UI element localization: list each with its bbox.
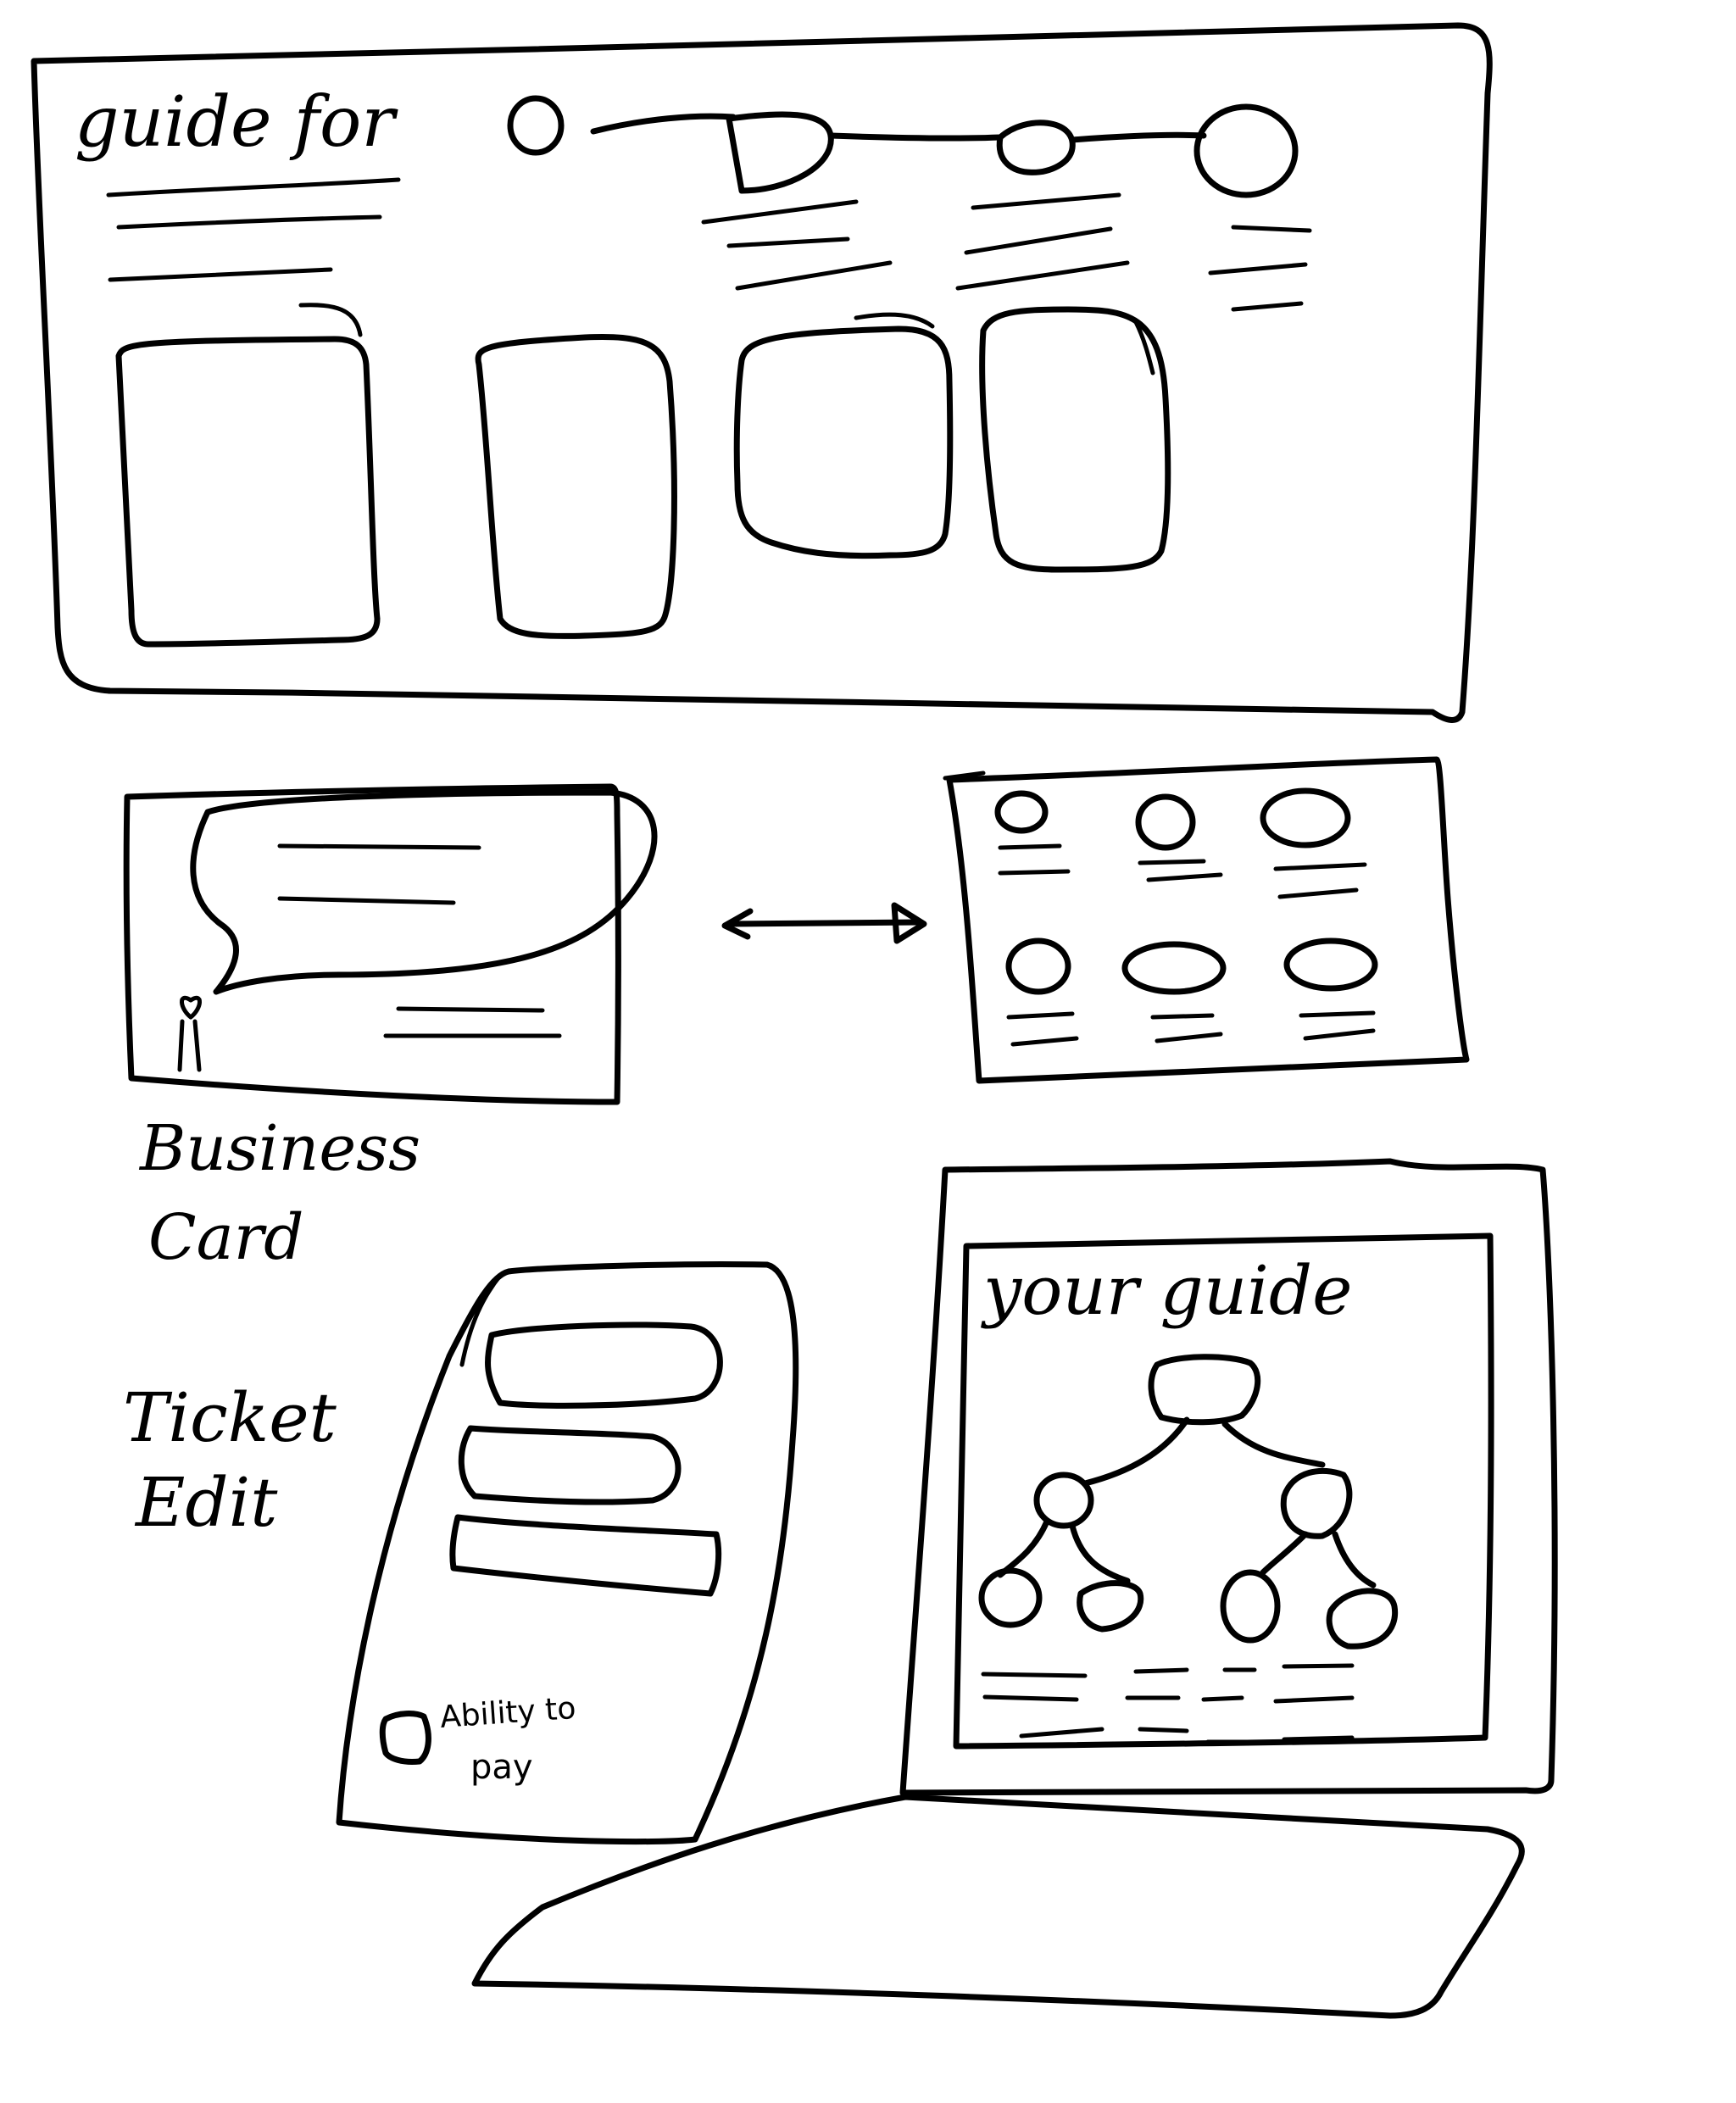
grid-icon-1[interactable] (994, 790, 1049, 834)
bubble-line-1 (277, 843, 481, 850)
your-guide-title: your guide (981, 1251, 1352, 1330)
grid-icon-2-text (1138, 859, 1223, 882)
step-progress (507, 95, 1312, 312)
step-1-desc-1 (701, 199, 859, 225)
guide-text-lines (981, 1663, 1355, 1744)
guide-card-2[interactable] (475, 334, 677, 639)
laptop-keyboard-deck (471, 1794, 1525, 2019)
ticket-edit-label-line1: Ticket (123, 1378, 337, 1457)
laptop-screen-outer (899, 1158, 1558, 1796)
guide-card-4-edge (1133, 320, 1155, 376)
step-connector-3 (1069, 131, 1207, 143)
grid-icon-4-text (1006, 1011, 1079, 1047)
guide-card-1-shadow (298, 303, 363, 337)
guide-cards (115, 303, 1171, 648)
step-connector-2 (827, 132, 1004, 142)
tree-left-node[interactable] (1033, 1472, 1094, 1529)
title-underline (106, 177, 401, 198)
step-3-desc-1 (1231, 225, 1312, 233)
tree-right-node[interactable] (1280, 1467, 1353, 1539)
ability-to-pay-label-line2: pay (470, 1748, 533, 1787)
guide-card-3[interactable] (733, 325, 954, 559)
grid-icon-5-text (1150, 1013, 1223, 1043)
icon-grid-frame (946, 756, 1470, 1084)
tree-edge-right-b (1332, 1531, 1377, 1588)
grid-icon-5[interactable] (1121, 941, 1227, 995)
business-card-label-line1: Business (138, 1112, 420, 1185)
tree-root-node[interactable] (1148, 1354, 1261, 1426)
ticket-edit-frame (336, 1261, 799, 1845)
ticket-field-3[interactable] (449, 1514, 722, 1597)
ticket-edit-back-edge (459, 1273, 503, 1367)
icon-grid-screen (943, 756, 1470, 1084)
step-3-desc-2 (1208, 262, 1308, 275)
grid-icon-3[interactable] (1260, 787, 1351, 848)
ability-to-pay-label-line1: Ability to (439, 1691, 577, 1735)
step-3-desc-3 (1231, 301, 1304, 312)
speech-bubble (190, 789, 658, 995)
tree-leaf-3[interactable] (1220, 1569, 1281, 1644)
tree-edge-left-b (1069, 1522, 1131, 1584)
ticket-edit-label-line2: Edit (134, 1463, 278, 1542)
business-card-label-line2: Card (148, 1201, 303, 1274)
ticket-field-1[interactable] (485, 1321, 723, 1409)
step-2-desc-3 (955, 260, 1130, 291)
guide-card-1[interactable] (115, 336, 381, 648)
subtitle-line-1 (116, 214, 382, 230)
guide-tree-diagram (978, 1354, 1399, 1650)
tree-leaf-2[interactable] (1077, 1580, 1144, 1633)
guide-card-3-edge (854, 312, 935, 329)
tree-leaf-1[interactable] (978, 1567, 1043, 1628)
step-2-shape[interactable] (726, 111, 834, 194)
tree-edge-root-right (1221, 1421, 1326, 1468)
ability-to-pay-checkbox[interactable] (379, 1711, 431, 1765)
step-connector-1 (590, 113, 737, 135)
person-icon (177, 996, 202, 1072)
tree-edge-right-a (1260, 1531, 1309, 1576)
step-4-circle[interactable] (1194, 103, 1299, 198)
step-1-circle[interactable] (507, 95, 565, 156)
grid-icon-4[interactable] (1005, 937, 1071, 995)
guide-card-4[interactable] (979, 306, 1171, 573)
guide-screen-frame (31, 22, 1493, 723)
grid-icon-6-text (1299, 1010, 1376, 1041)
grid-icon-2[interactable] (1135, 793, 1196, 851)
guide-screen: guide for (31, 22, 1493, 723)
laptop-screen-inner (953, 1232, 1494, 1750)
step-1-desc-2 (726, 236, 850, 248)
tree-edge-left-a (997, 1518, 1050, 1578)
business-card-frame (123, 783, 621, 1105)
step-3-shape[interactable] (996, 120, 1076, 175)
grid-icon-6[interactable] (1283, 937, 1378, 992)
your-guide-laptop: your guide (471, 1158, 1558, 2019)
subtitle-line-2 (108, 267, 333, 282)
guide-title: guide for (75, 82, 398, 163)
bubble-line-2 (277, 896, 456, 905)
icon-grid-tab (943, 771, 986, 781)
grid-icon-3-text (1273, 862, 1367, 899)
ticket-field-2[interactable] (458, 1425, 682, 1505)
swap-arrow-icon[interactable] (721, 902, 927, 944)
ticket-edit-screen: Ability to pay (336, 1261, 799, 1845)
card-info-line-1 (396, 1006, 545, 1013)
step-2-desc-1 (971, 192, 1121, 210)
step-2-desc-2 (964, 226, 1113, 255)
business-card-screen: Business Card (123, 783, 658, 1274)
step-1-desc-3 (735, 260, 893, 291)
tree-leaf-4[interactable] (1326, 1588, 1399, 1650)
grid-icon-1-text (998, 843, 1071, 876)
tree-edge-root-left (1082, 1416, 1190, 1487)
